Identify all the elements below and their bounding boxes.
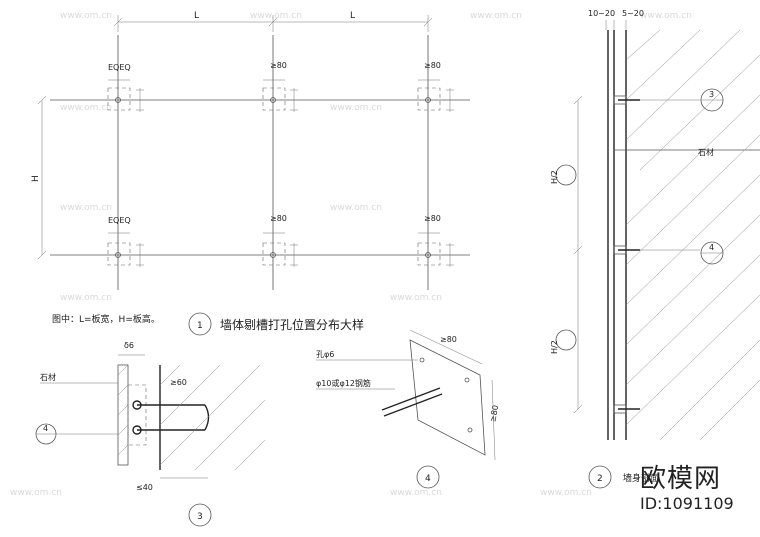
anchor-box-5: ≥80	[262, 214, 298, 267]
svg-text:≥80: ≥80	[440, 335, 457, 344]
note-text: 图中：L=板宽，H=板高。	[52, 313, 160, 325]
title2-circle	[588, 465, 612, 489]
anchor-box-3: ≥80	[417, 61, 454, 112]
svg-text:4: 4	[425, 474, 431, 484]
svg-text:www.om.cn: www.om.cn	[250, 11, 302, 21]
svg-text:www.om.cn: www.om.cn	[330, 103, 382, 113]
svg-text:www.om.cn: www.om.cn	[390, 488, 442, 498]
svg-text:≤40: ≤40	[136, 483, 153, 492]
svg-text:www.om.cn: www.om.cn	[390, 293, 442, 303]
anchor-box-2: ≥80	[262, 61, 298, 112]
watermark-pattern: www.om.cn www.om.cn www.om.cn www.om.cn …	[10, 11, 692, 498]
svg-text:www.om.cn: www.om.cn	[60, 11, 112, 21]
svg-text:δ6: δ6	[124, 341, 134, 350]
title2: 墙身剖面	[623, 472, 659, 484]
stone-label-left: 石材	[40, 372, 56, 382]
watermark-id: ID:1091109	[640, 494, 734, 513]
title4-circle	[416, 465, 440, 489]
svg-text:5~20: 5~20	[622, 9, 644, 18]
svg-text:www.om.cn: www.om.cn	[10, 488, 62, 498]
anchor-box-4: EQEQ	[107, 216, 144, 267]
svg-text:≥60: ≥60	[170, 378, 187, 387]
dim-L-left: L	[194, 11, 199, 21]
svg-text:EQEQ: EQEQ	[108, 63, 131, 72]
svg-text:www.om.cn: www.om.cn	[640, 11, 692, 21]
svg-text:≥80: ≥80	[424, 214, 441, 223]
svg-text:H/2: H/2	[550, 340, 559, 354]
wall-hatch	[625, 29, 760, 441]
detail-4-plate: ≥80 ≥80 孔φ6 φ10或φ12钢筋 4	[316, 329, 500, 489]
stone-label-right: 石材	[698, 147, 714, 157]
svg-text:2: 2	[597, 474, 603, 484]
rebar-label: φ10或φ12钢筋	[316, 378, 371, 388]
detail-2-wall-section: 10~20 5~20	[550, 9, 760, 489]
dim-L-right: L	[350, 11, 355, 21]
watermark-logo: 欧模网	[640, 464, 722, 494]
svg-text:≥80: ≥80	[270, 214, 287, 223]
svg-text:www.om.cn: www.om.cn	[60, 203, 112, 213]
svg-text:≥80: ≥80	[424, 61, 441, 70]
svg-text:EQEQ: EQEQ	[108, 216, 131, 225]
title1: 墙体剔槽打孔位置分布大样	[220, 317, 364, 332]
svg-text:www.om.cn: www.om.cn	[470, 11, 522, 21]
title3-circle	[188, 503, 212, 527]
svg-text:1: 1	[197, 321, 203, 331]
svg-text:4: 4	[709, 243, 714, 252]
title1-circle	[188, 312, 212, 336]
detail-3-anchor: δ6 石材 ≥60 ≤40 4 3	[35, 341, 266, 527]
svg-text:www.om.cn: www.om.cn	[60, 293, 112, 303]
svg-text:www.om.cn: www.om.cn	[330, 203, 382, 213]
hole-label: 孔φ6	[316, 350, 334, 359]
svg-text:10~20: 10~20	[588, 9, 615, 18]
anchor-box-6: ≥80	[417, 214, 454, 267]
detail-1-grid: L L H EQEQ ≥80	[31, 11, 470, 336]
svg-text:www.om.cn: www.om.cn	[540, 488, 592, 498]
svg-text:4: 4	[43, 424, 48, 433]
svg-text:3: 3	[197, 512, 203, 522]
dim-H: H	[31, 175, 41, 182]
svg-text:3: 3	[709, 90, 714, 99]
svg-text:≥80: ≥80	[488, 404, 500, 422]
anchor-box-1: EQEQ	[107, 63, 144, 112]
svg-text:H/2: H/2	[550, 170, 559, 184]
wall-hatch-3	[159, 364, 266, 471]
svg-text:≥80: ≥80	[270, 61, 287, 70]
svg-text:www.om.cn: www.om.cn	[60, 103, 112, 113]
